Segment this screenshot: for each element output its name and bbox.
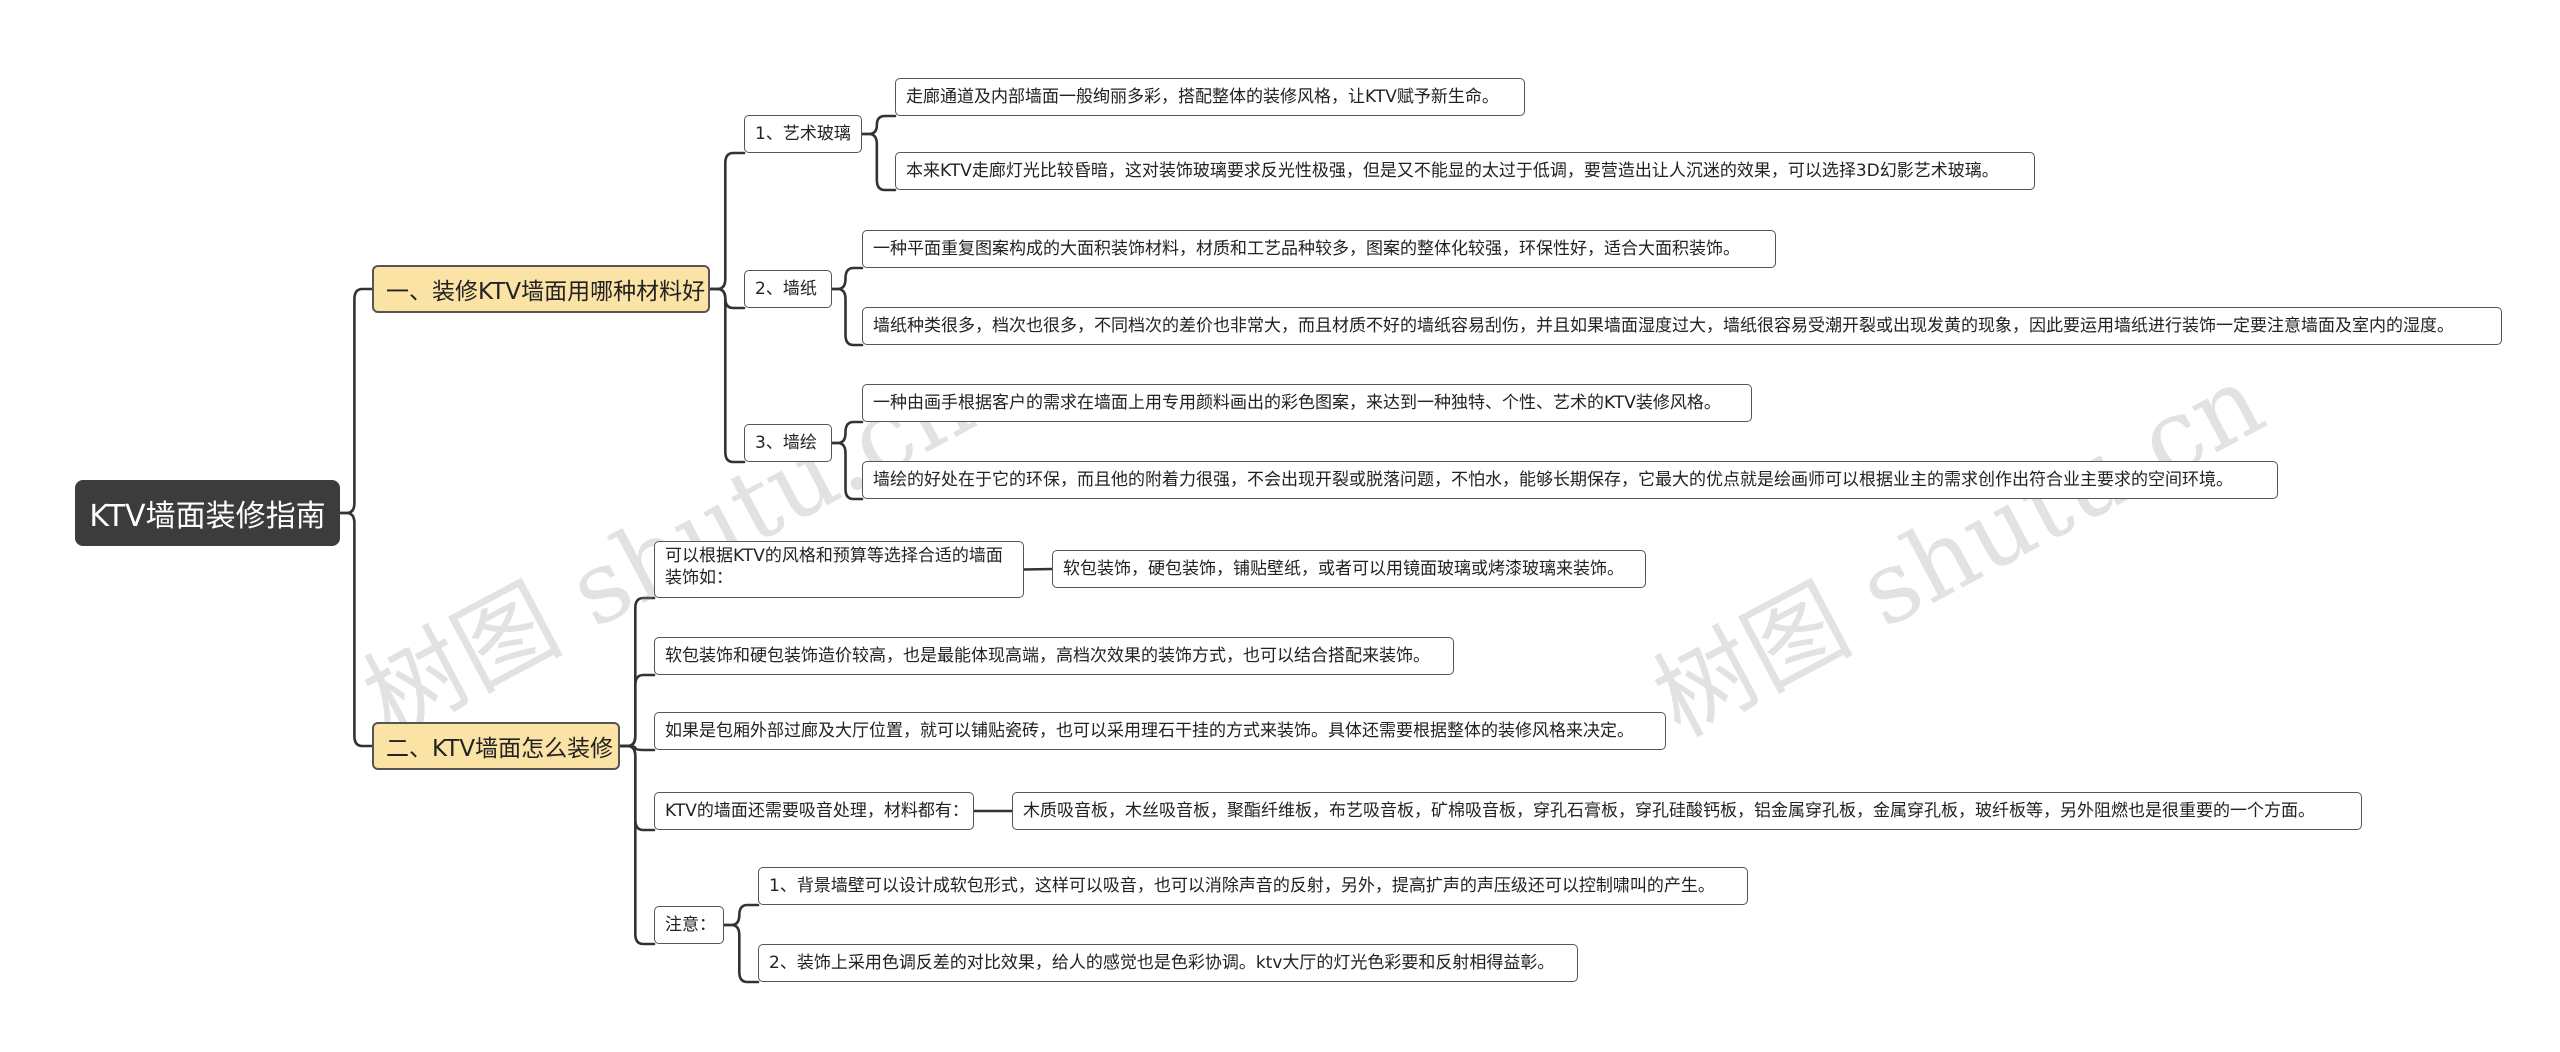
connector-line — [338, 287, 374, 515]
connector-line — [618, 596, 656, 748]
topic-soft-hard-pack[interactable]: 软包装饰和硬包装饰造价较高，也是最能体现高端，高档次效果的装饰方式，也可以结合搭… — [654, 637, 1454, 675]
connector-line — [708, 287, 746, 464]
topic-wallpaper[interactable]: 2、墙纸 — [744, 270, 832, 308]
connector-line — [618, 744, 656, 832]
connector-line — [1022, 567, 1054, 571]
note-wallpaper-1[interactable]: 一种平面重复图案构成的大面积装饰材料，材质和工艺品种较多，图案的整体化较强，环保… — [862, 230, 1776, 268]
connector-line — [860, 114, 897, 136]
note-wall-painting-2[interactable]: 墙绘的好处在于它的环保，而且他的附着力很强，不会出现开裂或脱落问题，不怕水，能够… — [862, 461, 2278, 499]
note-art-glass-2[interactable]: 本来KTV走廊灯光比较昏暗，这对装饰玻璃要求反光性极强，但是又不能显的太过于低调… — [895, 152, 2035, 190]
connector-line — [830, 287, 864, 347]
note-art-glass-1[interactable]: 走廊通道及内部墙面一般绚丽多彩，搭配整体的装修风格，让KTV赋予新生命。 — [895, 78, 1525, 116]
note-decoration-options[interactable]: 软包装饰，硬包装饰，铺贴壁纸，或者可以用镜面玻璃或烤漆玻璃来装饰。 — [1052, 550, 1646, 588]
topic-corridor-hall[interactable]: 如果是包厢外部过廊及大厅位置，就可以铺贴瓷砖，也可以采用理石干挂的方式来装饰。具… — [654, 712, 1666, 750]
connector-line — [722, 903, 760, 927]
connector-line — [708, 151, 746, 291]
connector-line — [860, 132, 897, 192]
connector-line — [708, 287, 746, 310]
connector-line — [722, 923, 760, 984]
note-attention-1[interactable]: 1、背景墙壁可以设计成软包形式，这样可以吸音，也可以消除声音的反射，另外，提高扩… — [758, 867, 1748, 905]
connector-line — [618, 673, 656, 748]
branch-materials[interactable]: 一、装修KTV墙面用哪种材料好 — [372, 265, 710, 313]
branch-how-to-decorate[interactable]: 二、KTV墙面怎么装修 — [372, 722, 620, 770]
topic-attention[interactable]: 注意： — [654, 906, 724, 944]
note-sound-materials[interactable]: 木质吸音板，木丝吸音板，聚酯纤维板，布艺吸音板，矿棉吸音板，穿孔石膏板，穿孔硅酸… — [1012, 792, 2362, 830]
connector-line — [338, 511, 374, 748]
note-wall-painting-1[interactable]: 一种由画手根据客户的需求在墙面上用专用颜料画出的彩色图案，来达到一种独特、个性、… — [862, 384, 1752, 422]
connector-line — [830, 441, 864, 501]
topic-art-glass[interactable]: 1、艺术玻璃 — [744, 115, 862, 153]
topic-sound-absorption[interactable]: KTV的墙面还需要吸音处理，材料都有： — [654, 792, 974, 830]
root-node[interactable]: KTV墙面装修指南 — [75, 480, 340, 546]
topic-wall-painting[interactable]: 3、墙绘 — [744, 424, 832, 462]
topic-wall-decoration-choice[interactable]: 可以根据KTV的风格和预算等选择合适的墙面装饰如： — [654, 541, 1024, 598]
connector-line — [830, 420, 864, 445]
note-attention-2[interactable]: 2、装饰上采用色调反差的对比效果，给人的感觉也是色彩协调。ktv大厅的灯光色彩要… — [758, 944, 1578, 982]
connector-line — [618, 744, 656, 946]
note-wallpaper-2[interactable]: 墙纸种类很多，档次也很多，不同档次的差价也非常大，而且材质不好的墙纸容易刮伤，并… — [862, 307, 2502, 345]
connector-line — [830, 266, 864, 291]
